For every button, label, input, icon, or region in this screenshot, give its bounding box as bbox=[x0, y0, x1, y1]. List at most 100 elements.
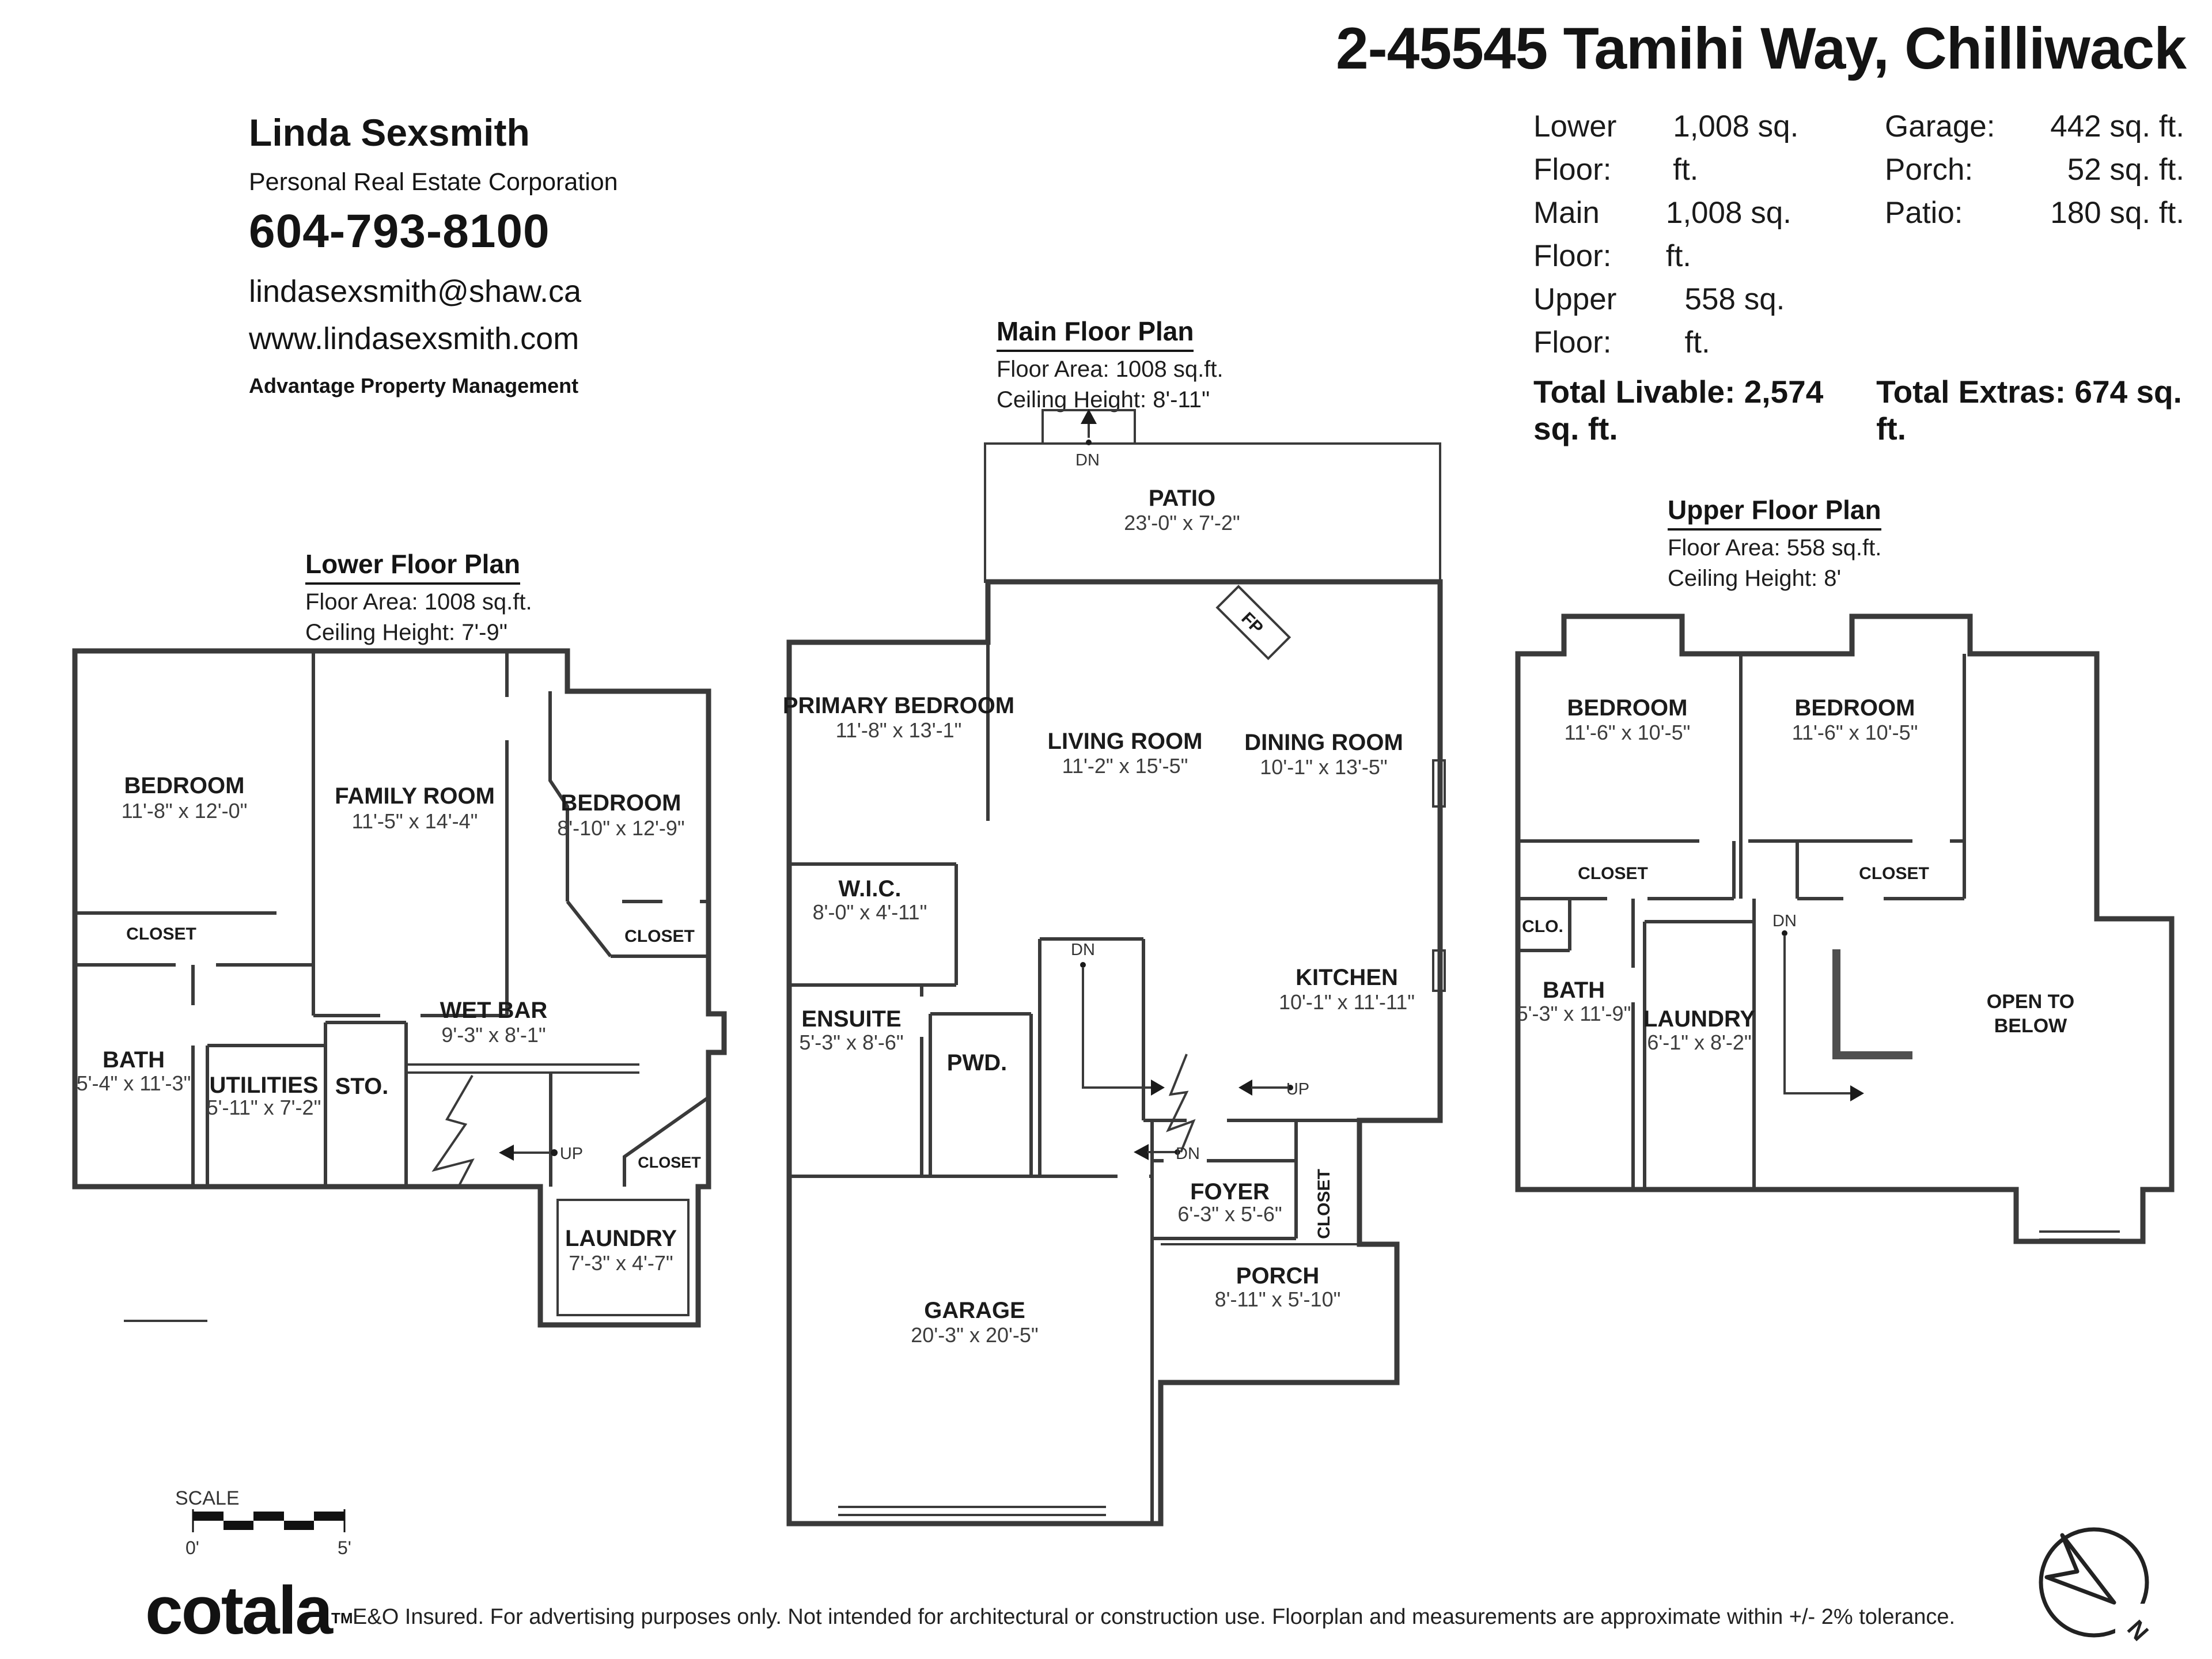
main-floor-title: Main Floor Plan Floor Area: 1008 sq.ft. … bbox=[997, 316, 1224, 413]
room-dims: 5'-3" x 8'-6" bbox=[799, 1031, 903, 1054]
room-label: BEDROOM bbox=[1795, 695, 1915, 721]
row-value: 52 sq. ft. bbox=[2067, 153, 2184, 187]
plan-area-text: Floor Area: 558 sq.ft. bbox=[1668, 535, 1882, 560]
closet-label: CLOSET bbox=[638, 1154, 701, 1171]
scale-bar: SCALE 0' 5' bbox=[175, 1487, 351, 1558]
trademark-symbol: TM bbox=[331, 1609, 353, 1627]
row-label: Patio: bbox=[1885, 196, 1963, 230]
room-dims: 6'-3" x 5'-6" bbox=[1177, 1202, 1282, 1226]
closet-label: CLOSET bbox=[126, 925, 196, 944]
table-row: Upper Floor: 558 sq. ft. bbox=[1533, 278, 1804, 364]
row-value: 1,008 sq. ft. bbox=[1665, 196, 1791, 273]
room-dims: 5'-11" x 7'-2" bbox=[207, 1096, 321, 1119]
room-dims: 11'-6" x 10'-5" bbox=[1792, 721, 1918, 744]
row-value: 1,008 sq. ft. bbox=[1673, 109, 1799, 187]
room-dims: 11'-8" x 13'-1" bbox=[836, 718, 962, 742]
room-label: LAUNDRY bbox=[1643, 1006, 1755, 1032]
total-livable: Total Livable: 2,574 sq. ft. bbox=[1533, 374, 1824, 446]
dn-label: DN bbox=[1075, 451, 1100, 469]
dn-label: DN bbox=[1071, 941, 1095, 959]
plan-title-text: Main Floor Plan bbox=[997, 316, 1194, 352]
room-dims: 8'-11" x 5'-10" bbox=[1215, 1287, 1341, 1311]
agent-website: www.lindasexsmith.com bbox=[249, 321, 579, 356]
main-stair-glyph bbox=[1080, 962, 1293, 1153]
room-dims: 9'-3" x 8'-1" bbox=[441, 1023, 546, 1047]
room-label: PATIO bbox=[1149, 486, 1215, 511]
room-label: FOYER bbox=[1190, 1179, 1270, 1205]
dn-label: DN bbox=[1176, 1145, 1200, 1163]
closet-label: CLOSET bbox=[1315, 1169, 1334, 1239]
lower-floor-title: Lower Floor Plan Floor Area: 1008 sq.ft.… bbox=[305, 548, 532, 646]
room-label: BEDROOM bbox=[1567, 695, 1688, 721]
room-dims: 11'-8" x 12'-0" bbox=[122, 799, 248, 823]
closet-label: CLOSET bbox=[624, 927, 695, 946]
room-dims: 8'-0" x 4'-11" bbox=[813, 900, 927, 924]
open-to-below-label: OPEN TO bbox=[1987, 991, 2074, 1013]
scale-start: 0' bbox=[185, 1537, 199, 1558]
row-value: 558 sq. ft. bbox=[1684, 282, 1785, 359]
agent-email: lindasexsmith@shaw.ca bbox=[249, 274, 582, 309]
total-extras: Total Extras: 674 sq. ft. bbox=[1876, 374, 2182, 446]
up-label: UP bbox=[1286, 1080, 1309, 1099]
open-to-below-label: BELOW bbox=[1994, 1015, 2067, 1037]
row-label: Upper Floor: bbox=[1533, 282, 1617, 359]
sqft-column-extras: Garage: 442 sq. ft. Porch: 52 sq. ft. Pa… bbox=[1885, 105, 2184, 364]
scale-label: SCALE bbox=[175, 1487, 240, 1509]
plan-title-text: Upper Floor Plan bbox=[1668, 494, 1881, 531]
room-label: UTILITIES bbox=[210, 1073, 319, 1098]
row-label: Porch: bbox=[1885, 153, 1974, 187]
plan-ceiling-text: Ceiling Height: 8' bbox=[1668, 566, 1842, 591]
room-dims: 11'-2" x 15'-5" bbox=[1062, 754, 1188, 778]
room-label: W.I.C. bbox=[839, 876, 902, 902]
plan-title-text: Lower Floor Plan bbox=[305, 548, 521, 585]
room-label: GARAGE bbox=[924, 1298, 1025, 1323]
cotala-logo: cotalaTM bbox=[145, 1571, 353, 1650]
plan-area-text: Floor Area: 1008 sq.ft. bbox=[997, 357, 1224, 382]
closet-label: CLO. bbox=[1522, 917, 1563, 936]
compass-gap bbox=[2115, 1604, 2161, 1642]
room-label: BATH bbox=[103, 1047, 165, 1073]
table-row: Main Floor: 1,008 sq. ft. bbox=[1533, 191, 1804, 278]
patio-step-glyph bbox=[1081, 409, 1097, 445]
brand-text: cotala bbox=[145, 1573, 333, 1649]
row-label: Lower Floor: bbox=[1533, 109, 1617, 187]
table-row: Lower Floor: 1,008 sq. ft. bbox=[1533, 105, 1804, 191]
room-dims: 11'-6" x 10'-5" bbox=[1565, 721, 1691, 744]
table-row: Porch: 52 sq. ft. bbox=[1885, 148, 2184, 191]
room-label: WET BAR bbox=[440, 998, 548, 1023]
up-label: UP bbox=[560, 1145, 583, 1163]
compass-needle bbox=[2044, 1533, 2116, 1605]
lower-walls bbox=[72, 648, 727, 1328]
room-dims: 5'-4" x 11'-3" bbox=[77, 1071, 191, 1095]
foyer-stair-glyph bbox=[1134, 1144, 1180, 1160]
closet-label: CLOSET bbox=[1859, 864, 1929, 883]
room-label: LAUNDRY bbox=[565, 1226, 677, 1251]
dn-label: DN bbox=[1772, 912, 1797, 930]
room-dims: 23'-0" x 7'-2" bbox=[1124, 511, 1240, 535]
room-label: BEDROOM bbox=[124, 773, 245, 798]
room-dims: 6'-1" x 8'-2" bbox=[1647, 1031, 1751, 1054]
table-row: Patio: 180 sq. ft. bbox=[1885, 191, 2184, 234]
agent-name: Linda Sexsmith bbox=[249, 111, 530, 154]
plan-area-text: Floor Area: 1008 sq.ft. bbox=[305, 589, 532, 615]
agent-phone: 604-793-8100 bbox=[249, 205, 550, 257]
scale-bar-segments bbox=[192, 1509, 346, 1532]
row-value: 180 sq. ft. bbox=[2050, 196, 2184, 230]
agent-contact-card: Linda Sexsmith Personal Real Estate Corp… bbox=[249, 111, 618, 398]
plan-ceiling-text: Ceiling Height: 7'-9" bbox=[305, 620, 507, 645]
upper-stair-glyph bbox=[1782, 930, 1912, 1101]
room-label: ENSUITE bbox=[801, 1006, 901, 1032]
fireplace-glyph: FP bbox=[1215, 585, 1291, 660]
sqft-column-floors: Lower Floor: 1,008 sq. ft. Main Floor: 1… bbox=[1533, 105, 1804, 364]
upper-walls bbox=[1515, 613, 2175, 1244]
scale-end: 5' bbox=[338, 1537, 351, 1558]
room-label: DINING ROOM bbox=[1244, 730, 1403, 755]
disclaimer-text: E&O Insured. For advertising purposes on… bbox=[353, 1605, 1956, 1629]
room-dims: 7'-3" x 4'-7" bbox=[569, 1251, 673, 1275]
closet-label: CLOSET bbox=[1578, 864, 1648, 883]
agent-brokerage: Advantage Property Management bbox=[249, 374, 579, 397]
room-dims: 11'-5" x 14'-4" bbox=[352, 809, 478, 833]
room-label: STO. bbox=[335, 1074, 389, 1099]
lower-stair-glyph bbox=[431, 1074, 558, 1187]
room-dims: 10'-1" x 11'-11" bbox=[1279, 990, 1415, 1014]
